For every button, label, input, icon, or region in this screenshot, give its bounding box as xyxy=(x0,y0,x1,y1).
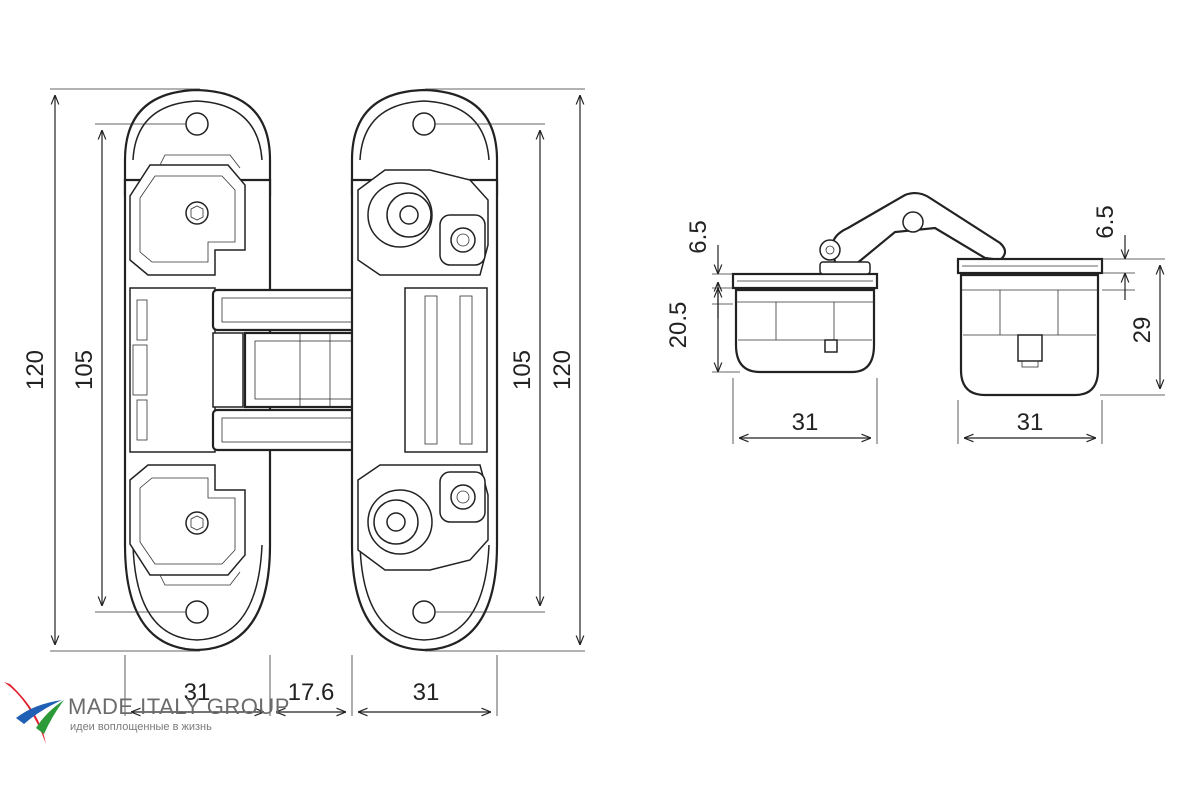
dim-label-20-5: 20.5 xyxy=(665,302,692,349)
dim-label-31-right-leaf: 31 xyxy=(413,679,440,706)
side-right-block xyxy=(956,257,1104,397)
dim-overall-height-left: 120 xyxy=(22,88,200,652)
dim-label-120-left: 120 xyxy=(22,350,49,390)
brand-logo xyxy=(4,682,64,744)
dim-label-31-left-leaf: 31 xyxy=(184,679,211,706)
dim-label-105-right: 105 xyxy=(509,350,536,390)
right-leaf xyxy=(350,88,499,652)
dim-overall-height-right: 120 xyxy=(425,88,585,652)
side-arm-linkage xyxy=(819,191,1007,275)
dim-label-6-5-right: 6.5 xyxy=(1092,205,1119,238)
dim-label-120-right: 120 xyxy=(549,350,576,390)
brand-tagline: идеи воплощенные в жизнь xyxy=(70,721,212,733)
dim-hole-spacing-right: 105 xyxy=(435,123,545,613)
side-left-block xyxy=(731,272,879,374)
dim-label-31-side-left: 31 xyxy=(792,409,819,436)
dim-bottom-widths: 31 17.6 31 xyxy=(124,655,498,716)
logo-green-stroke xyxy=(36,700,64,734)
dim-label-31-side-right: 31 xyxy=(1017,409,1044,436)
front-view: 120 105 105 120 xyxy=(22,88,585,716)
dim-label-17-6-gap: 17.6 xyxy=(288,679,335,706)
dim-label-29: 29 xyxy=(1129,317,1156,344)
brand-name: MADE ITALY GROUP xyxy=(68,694,290,719)
dim-side-right: 6.5 29 31 xyxy=(957,205,1165,444)
dim-side-left: 6.5 20.5 31 xyxy=(665,220,878,444)
dim-label-6-5-left: 6.5 xyxy=(685,220,712,253)
dim-label-105-left: 105 xyxy=(71,350,98,390)
logo-blue-stroke xyxy=(16,700,62,724)
dim-hole-spacing-left: 105 xyxy=(71,123,186,613)
side-view: 6.5 20.5 31 6.5 29 31 xyxy=(665,191,1165,444)
